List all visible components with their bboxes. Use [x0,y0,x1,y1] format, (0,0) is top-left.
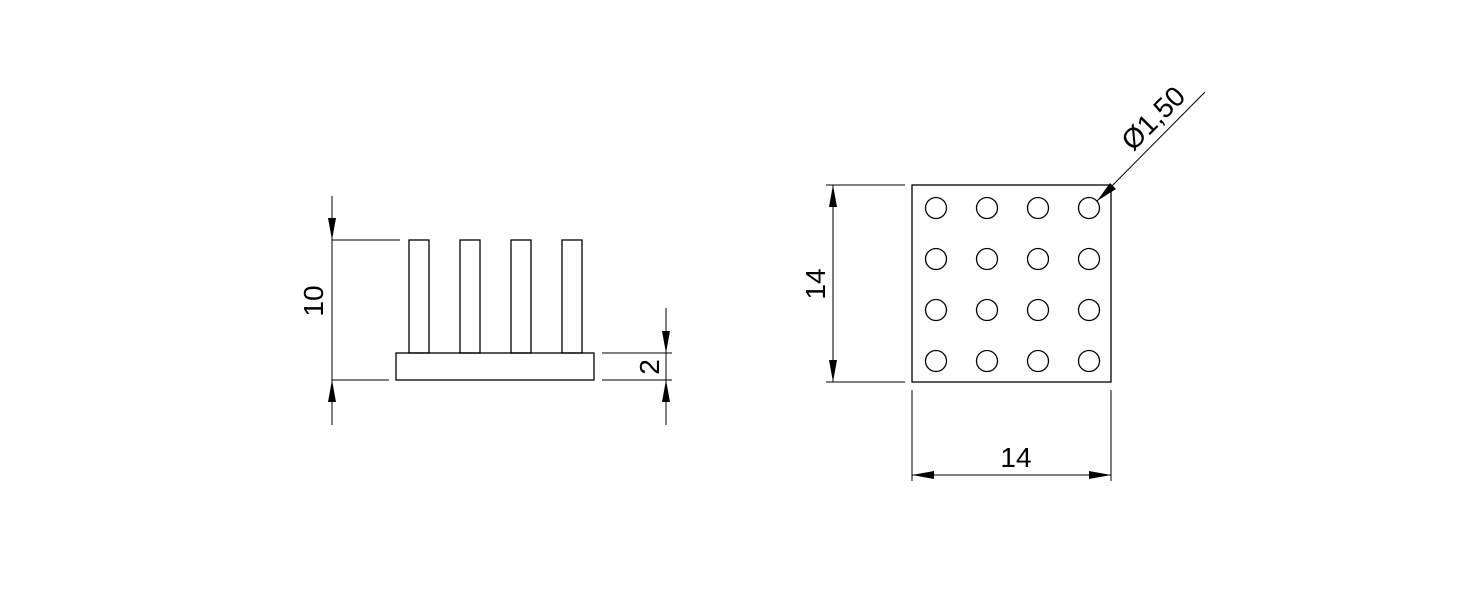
pin-hole [1026,196,1050,220]
side-view: 10 2 [298,196,672,425]
pin-hole [975,349,999,373]
base-thickness-label: 2 [634,359,665,375]
dimension-pin-diameter: Ø1,50 [1096,80,1206,202]
pin-hole [1026,349,1050,373]
side-view-pin [510,239,532,354]
pin-hole [1026,247,1050,271]
pin-hole [975,196,999,220]
dimension-base-thickness: 2 [602,308,672,425]
pin-hole [1026,298,1050,322]
side-view-pin [459,239,481,354]
pin-hole [1077,196,1101,220]
pin-grid [924,196,1101,373]
pin-hole [924,349,948,373]
top-view: 14 14 Ø1,50 [800,80,1206,481]
pin-hole [975,247,999,271]
pin-hole [1077,247,1101,271]
top-width-label: 14 [1000,442,1031,473]
pin-hole [924,247,948,271]
dimension-overall-height: 10 [298,196,400,425]
top-view-outline [911,184,1112,383]
dimension-top-height: 14 [800,184,905,383]
pin-hole [924,298,948,322]
pin-hole [924,196,948,220]
side-view-base [395,352,595,381]
pin-hole [975,298,999,322]
side-view-pin [408,239,430,354]
pin-hole [1077,349,1101,373]
top-height-label: 14 [800,268,831,299]
overall-height-label: 10 [298,285,329,316]
dimension-top-width: 14 [911,390,1112,481]
pin-hole [1077,298,1101,322]
side-view-pin [561,239,583,354]
